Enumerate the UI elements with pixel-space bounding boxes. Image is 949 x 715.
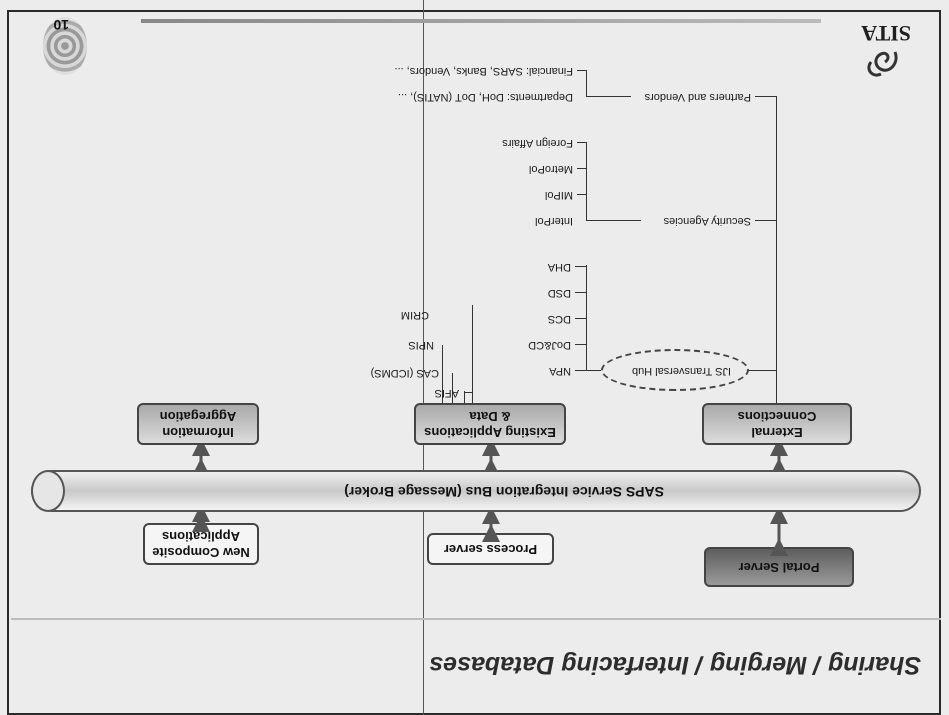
existing-apps-box: Existing Applications & Data: [414, 403, 566, 445]
partners-item: Financial: SARS, Banks, Vendors, ...: [394, 65, 573, 77]
hub-item-tick: [575, 292, 587, 293]
sita-logo-text: SITA: [861, 21, 911, 46]
existing-item: NPIS: [408, 339, 434, 351]
existing-branch-1: [464, 391, 465, 403]
footer-line: [141, 19, 821, 23]
partners-branch: [755, 96, 777, 97]
security-item: MIPol: [544, 189, 573, 201]
hub-item: DSD: [547, 287, 571, 299]
hub-item-tick: [575, 266, 587, 267]
hub-item: DoJ&CD: [528, 339, 571, 351]
external-trunk: [776, 97, 777, 403]
information-aggregation-box: Information Aggregation: [137, 403, 259, 445]
security-item-tick: [577, 194, 587, 195]
hub-item-tick: [575, 370, 587, 371]
hub-connector: [587, 370, 601, 371]
existing-item: CRIM: [400, 309, 429, 321]
security-item: InterPol: [535, 215, 573, 227]
security-connector: [587, 220, 641, 221]
security-branch: [755, 220, 777, 221]
partners-connector: [587, 96, 631, 97]
security-label: Security Agencies: [663, 215, 751, 227]
existing-item: AFIS: [434, 387, 459, 399]
page-number: 10: [53, 17, 69, 33]
security-item-tick: [577, 168, 587, 169]
sita-logo-icon: [867, 51, 898, 77]
hub-item-tick: [575, 318, 587, 319]
security-items-trunk: [586, 143, 587, 221]
security-item-tick: [577, 142, 587, 143]
external-connections-box: External Connections: [702, 403, 852, 445]
partners-item: Departments: DoH, DoT (NATIS), ...: [397, 91, 573, 103]
integration-bus-cap: [31, 470, 65, 512]
security-item: Foreign Affairs: [502, 137, 573, 149]
partners-item-tick: [577, 70, 587, 71]
integration-bus-label: SAPS Service Integration Bus (Message Br…: [344, 484, 664, 500]
hub-item: NPA: [549, 365, 571, 377]
external-connections-label: External Connections: [737, 409, 817, 440]
hub-label: IJS Transversal Hub: [631, 365, 731, 377]
information-aggregation-label: Information Aggregation: [159, 409, 237, 440]
existing-apps-label: Existing Applications & Data: [424, 409, 556, 440]
existing-branch-4: [472, 315, 473, 403]
hub-item-tick: [575, 344, 587, 345]
existing-item: CAS (ICDMS): [370, 367, 439, 379]
hub-branch: [747, 370, 777, 371]
hub-item: DHA: [547, 261, 571, 273]
partners-items-trunk: [586, 71, 587, 97]
sita-logo: SITA: [847, 20, 917, 80]
partners-label: Partners and Vendors: [644, 91, 751, 103]
hub-item: DCS: [547, 313, 571, 325]
security-item: MetroPol: [528, 163, 573, 175]
